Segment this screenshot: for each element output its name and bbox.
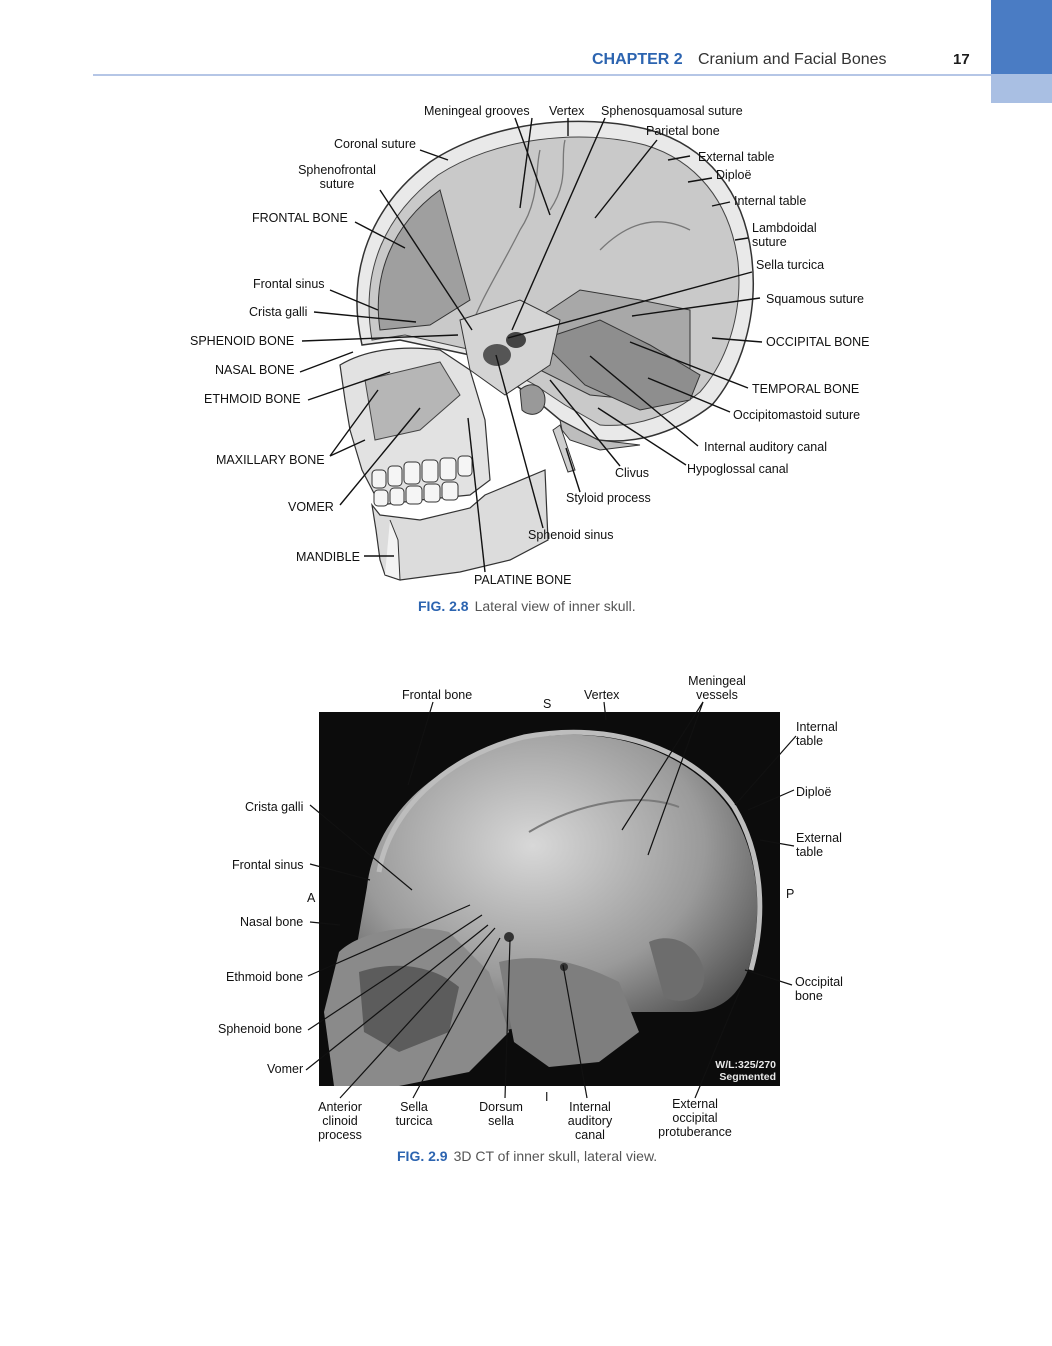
label-ethmoid-bone: ETHMOID BONE [204, 392, 301, 406]
label-internal-auditory-canal: Internal auditory canal [704, 440, 827, 454]
label-internal-table: Internal table [734, 194, 807, 208]
mandible-shape [371, 469, 549, 581]
chapter-tab-lower [991, 74, 1052, 103]
ct-label-nasal-bone: Nasal bone [240, 915, 304, 929]
ct-leader-lines [305, 701, 797, 1099]
label-occipital-bone: OCCIPITAL BONE [766, 335, 870, 349]
label-diploe: Diploë [716, 168, 752, 182]
label-sphenofrontal-suture: Sphenofrontal suture [298, 163, 376, 191]
label-clivus: Clivus [615, 466, 650, 480]
figure-2-8-caption: FIG. 2.8 Lateral view of inner skull. [418, 598, 636, 614]
skull-illustration [299, 117, 763, 581]
ct-skull-render [324, 729, 763, 1086]
ct-label-dorsum-sella: Dorsum sella [479, 1100, 523, 1128]
mastoid [519, 384, 546, 415]
frontal-region [377, 189, 471, 331]
label-lambdoidal-suture: Lambdoidal suture [752, 221, 817, 249]
label-mandible: MANDIBLE [296, 550, 360, 564]
ct-label-frontal-bone: Frontal bone [402, 688, 473, 702]
label-sphenosquamosal-suture: Sphenosquamosal suture [601, 104, 743, 118]
ct-orientation-inferior: I [545, 1090, 549, 1104]
label-squamous-suture: Squamous suture [766, 292, 864, 306]
label-frontal-bone: FRONTAL BONE [252, 211, 348, 225]
label-crista-galli: Crista galli [249, 305, 308, 319]
ct-label-diploe: Diploë [796, 785, 832, 799]
label-sphenoid-sinus: Sphenoid sinus [528, 528, 614, 542]
label-frontal-sinus: Frontal sinus [253, 277, 325, 291]
ct-label-meningeal-vessels: Meningeal vessels [688, 674, 746, 702]
label-external-table: External table [698, 150, 775, 164]
ct-label-crista-galli: Crista galli [245, 800, 304, 814]
teeth [371, 455, 473, 507]
nasal-cavity [364, 361, 461, 441]
label-coronal-suture: Coronal suture [334, 137, 416, 151]
ct-orientation-posterior: P [786, 887, 795, 901]
ct-image-panel: W/L:325/270 Segmented [319, 712, 780, 1086]
label-vertex: Vertex [549, 104, 585, 118]
chapter-label: CHAPTER 2 [592, 51, 683, 68]
label-meningeal-grooves: Meningeal grooves [424, 104, 530, 118]
label-styloid-process: Styloid process [566, 491, 651, 505]
ct-label-occipital-bone: Occipital bone [795, 975, 843, 1003]
ct-label-external-table: External table [796, 831, 842, 859]
sphenoid-sinus-cavity [483, 344, 511, 366]
ct-label-vertex: Vertex [584, 688, 620, 702]
sella-cavity [506, 332, 526, 348]
ct-label-sella-turcica: Sella turcica [395, 1100, 433, 1128]
figure-2-9-text: 3D CT of inner skull, lateral view. [453, 1148, 658, 1164]
ct-label-vomer: Vomer [267, 1062, 304, 1076]
label-occipitomastoid-suture: Occipitomastoid suture [733, 408, 861, 422]
header-rule [93, 74, 991, 76]
ct-orientation-superior: S [543, 697, 552, 711]
ct-label-internal-table: Internal table [796, 720, 838, 748]
figure-2-8-number: FIG. 2.8 [418, 598, 469, 614]
ct-label-anterior-clinoid-process: Anterior clinoid process [318, 1100, 362, 1142]
ct-label-external-occipital-protuberance: External occipital protuberance [658, 1097, 732, 1139]
ct-label-internal-auditory-canal: Internal auditory canal [567, 1100, 613, 1142]
ct-skull-base [499, 958, 639, 1067]
label-hypoglossal-canal: Hypoglossal canal [687, 462, 789, 476]
label-vomer: VOMER [288, 500, 334, 514]
label-temporal-bone: TEMPORAL BONE [752, 382, 860, 396]
label-sella-turcica: Sella turcica [756, 258, 825, 272]
ct-label-sphenoid-bone: Sphenoid bone [218, 1022, 303, 1036]
figure-2-8-text: Lateral view of inner skull. [474, 598, 636, 614]
label-parietal-bone: Parietal bone [646, 124, 720, 138]
figure-2-9-caption: FIG. 2.9 3D CT of inner skull, lateral vi… [397, 1148, 657, 1164]
chapter-title: Cranium and Facial Bones [698, 51, 887, 68]
ct-orientation-anterior: A [307, 891, 316, 905]
ct-label-frontal-sinus: Frontal sinus [232, 858, 304, 872]
label-nasal-bone: NASAL BONE [215, 363, 295, 377]
label-sphenoid-bone: SPHENOID BONE [190, 334, 295, 348]
label-maxillary-bone: MAXILLARY BONE [216, 453, 325, 467]
ct-window-level-overlay: W/L:325/270 Segmented [715, 1059, 776, 1083]
figure-2-9-number: FIG. 2.9 [397, 1148, 448, 1164]
ct-label-ethmoid-bone: Ethmoid bone [226, 970, 304, 984]
ct-cranium-rim [376, 729, 763, 971]
petrous-region [539, 319, 701, 411]
page-number: 17 [953, 51, 970, 68]
label-palatine-bone: PALATINE BONE [474, 573, 572, 587]
chapter-tab [991, 0, 1052, 74]
